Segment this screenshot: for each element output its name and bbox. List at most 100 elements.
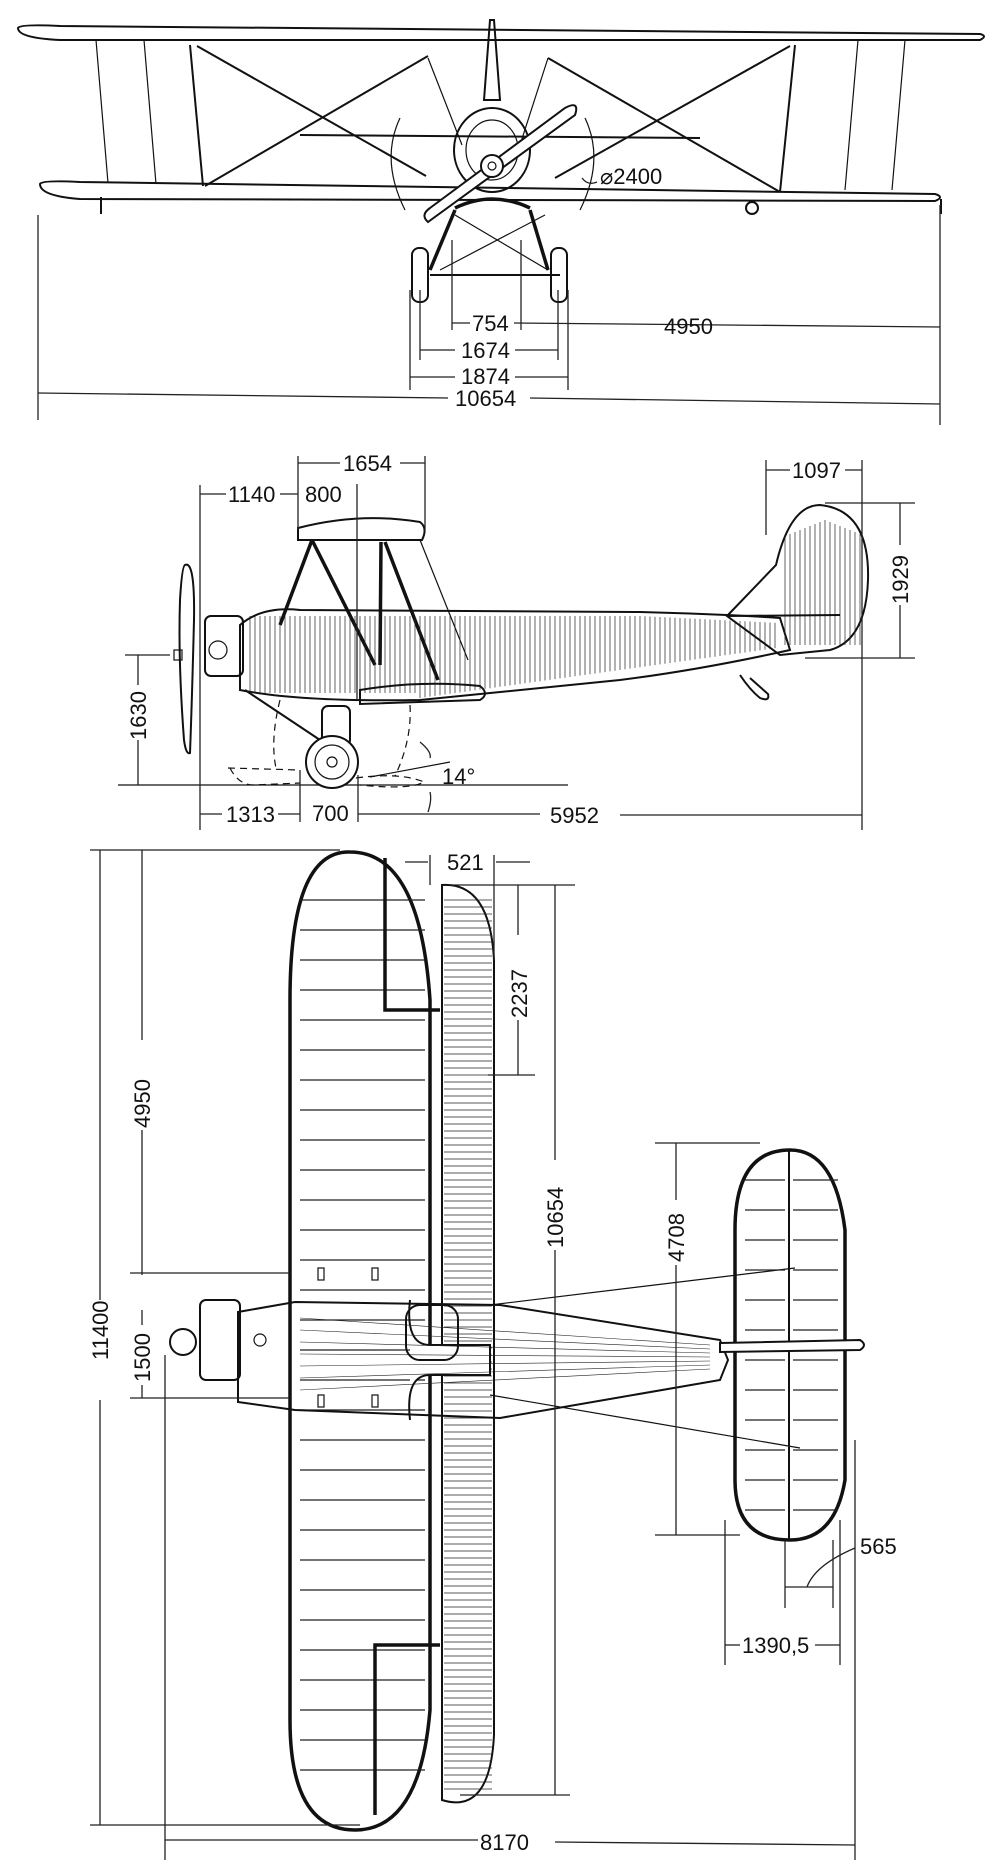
tail-ribs [745,1179,838,1511]
dim-wheel-to-tail: 5952 [550,803,599,828]
top-dimensions [90,849,856,1860]
bracing-wire [554,45,791,179]
dim-nose-to-wheel: 1313 [226,802,275,827]
strut-left-mid [143,39,157,185]
fuselage-line [299,1317,711,1346]
center-section [299,134,701,139]
lower-wing-hatching [444,899,492,1790]
strut-right-mid [844,39,859,191]
angle-arc [427,791,432,813]
vertical-fin-top [719,1338,865,1354]
cockpit-opening [405,1304,459,1361]
fitting [317,1267,325,1281]
rudder-hatching [784,520,861,645]
fuselage [239,608,792,702]
upper-wing-planform [288,850,432,1832]
dim-ground-angle: 14° [442,764,475,789]
side-dimensions [125,456,915,830]
fuselage-line [299,1341,711,1354]
fuselage-line [299,1329,711,1350]
wheel-hub [314,744,350,780]
strut-left-outer [95,39,109,184]
dim-prop-to-wing: 1140 [228,482,275,507]
dim-stabilizer-span: 4708 [664,1213,689,1262]
gear-axle-fairing [454,197,531,210]
gear-leg-left [428,209,457,271]
fuselage-planform [237,1300,730,1420]
front-dimensions [37,177,941,425]
dim-wheel-base: 700 [312,801,349,826]
ski-front [229,767,301,786]
engine [199,1299,241,1381]
ski-rear [355,775,426,788]
dim-wing-stagger: 1654 [343,451,392,476]
dim-wingspan: 10654 [455,386,516,411]
propeller-hub-center [487,161,497,171]
fuselage-stringers [249,616,776,698]
lower-wing-section [359,682,486,706]
dim-overall-length: 8170 [480,1830,529,1855]
engine-cowling [453,107,531,193]
fuselage-line [299,1353,711,1358]
fuselage-line [299,1360,711,1367]
aileron-top [383,858,440,1012]
dim-track-inner: 1674 [461,338,510,363]
dim-center-section: 1500 [130,1333,155,1382]
bracing-wire [489,1267,796,1306]
ski-front [227,767,301,771]
ski-strut [273,699,281,769]
dim-prop-axis-height: 1630 [126,691,151,740]
upper-wing-ribs [300,899,425,1771]
fuselage-line [299,1364,711,1379]
wheel-right [550,247,568,303]
dim-half-span: 4950 [664,314,713,339]
dim-track-outer: 1874 [461,364,510,389]
wheel-axle [326,756,338,768]
ski-strut [394,704,411,777]
fuel-cap [253,1333,267,1347]
center-section [408,1299,491,1421]
spinner [173,649,183,661]
dim-elevator-chord: 565 [860,1534,897,1559]
wing-strut [278,539,314,626]
fuselage-line [299,1368,711,1391]
propeller-hub [480,154,504,178]
dim-half-span-upper: 4950 [130,1079,155,1128]
bracing-wire [419,539,469,661]
engine-detail [208,640,228,660]
pitot-fitting [745,201,759,215]
fitting [317,1394,325,1408]
wing-strut [310,539,377,666]
horizontal-stabilizer [726,614,841,617]
angle-arc [419,741,431,759]
fin-rudder [725,503,870,657]
dim-stabilizer-chord: 1390,5 [742,1633,809,1658]
front-view: ⌀2400 4950 754 1674 1874 10654 [16,19,985,425]
dim-upper-offset: 800 [305,482,342,507]
gear-leg-right [528,209,550,271]
gear-bracing [439,214,546,271]
strut-left-inner [189,44,204,187]
spinner [169,1328,197,1356]
tail-skid [739,674,770,701]
aileron-bottom [373,1643,440,1815]
side-view: 1654 1140 800 1097 1929 1630 1313 700 59… [118,451,915,830]
bracing-wire [196,45,427,177]
fitting [371,1394,379,1408]
engine [204,615,244,677]
propeller [178,563,196,755]
bracing-wire [204,55,429,187]
bracing-wire [547,57,781,193]
fuselage-lines [299,1317,711,1391]
angle-line [369,761,451,778]
gear-bracing [454,214,549,271]
tail-fin [482,19,502,101]
dim-aileron-length: 2237 [507,969,532,1018]
fitting [371,1267,379,1281]
dim-lower-span: 10654 [543,1187,568,1248]
dim-strut-spacing: 754 [472,311,509,336]
dim-tail-height: 1929 [888,555,913,604]
top-view: 11400 4950 1500 10654 521 2237 4708 565 … [88,849,897,1860]
dim-fin-chord: 1097 [792,458,841,483]
